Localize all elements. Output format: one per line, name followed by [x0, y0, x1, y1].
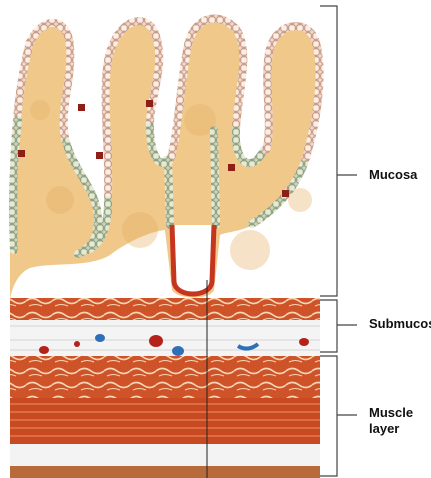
muscle-layer: [10, 356, 320, 478]
blood-vessel: [39, 346, 49, 354]
blood-vessel: [149, 335, 163, 347]
blood-vessel: [172, 346, 184, 356]
blood-vessel: [95, 334, 105, 342]
muscle-bracket: [320, 356, 337, 476]
mucosa-label: Mucosa: [369, 167, 417, 183]
submucosa: [10, 298, 320, 356]
blood-vessel: [74, 341, 80, 347]
layer-brackets: [320, 6, 357, 476]
muscle-layer-label: Muscle layer: [369, 405, 413, 437]
mucosa-bracket: [320, 6, 337, 296]
submucosa-label: Submucosa: [369, 316, 431, 332]
submucosa-bracket: [320, 300, 337, 352]
blood-vessel: [299, 338, 309, 346]
intestinal-gland: [172, 225, 214, 294]
